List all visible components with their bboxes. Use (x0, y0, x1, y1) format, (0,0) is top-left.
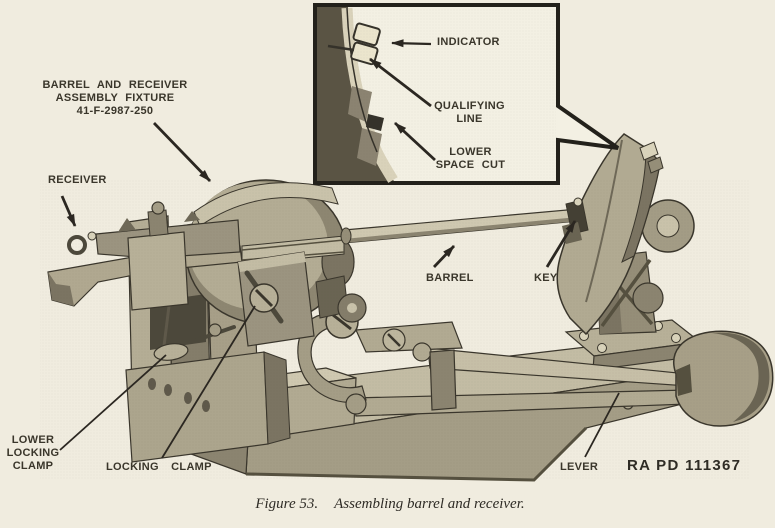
label-assembly-fixture-line1: BARREL AND RECEIVER (42, 79, 188, 91)
receiver-arrow (60, 195, 77, 227)
qualifying-line-arrow (369, 57, 432, 108)
label-qualifying-line-line2: LINE (456, 113, 483, 125)
indicator-arrow (391, 39, 432, 48)
figure-number: Figure 53. (255, 496, 319, 512)
label-assembly-fixture-line3: 41-F-2987-250 (76, 105, 154, 117)
lower-locking-clamp-leader (59, 354, 167, 451)
label-assembly-fixture-line2: ASSEMBLY FIXTURE (55, 92, 175, 104)
assembly-fixture-arrow (152, 122, 212, 182)
inset-detail-box (313, 3, 620, 185)
halftone-grain (40, 180, 750, 480)
figure-title: Assembling barrel and receiver. (334, 496, 525, 512)
label-lower-space-cut-line1: LOWER (449, 146, 492, 158)
label-indicator: INDICATOR (437, 36, 500, 48)
label-lower-locking-clamp-line3: CLAMP (12, 460, 54, 472)
locking-clamp-leader (161, 305, 256, 459)
lever-leader (584, 392, 620, 458)
label-locking-clamp: LOCKING CLAMP (106, 461, 212, 473)
label-lower-locking-clamp-line1: LOWER (11, 434, 55, 446)
label-qualifying-line-line1: QUALIFYING (434, 100, 505, 112)
lower-space-cut-arrow (394, 121, 436, 162)
label-receiver: RECEIVER (48, 174, 107, 186)
key-arrow (545, 220, 577, 268)
label-qualifying-line: QUALIFYING LINE (412, 100, 527, 126)
label-lower-locking-clamp: LOWER LOCKING CLAMP (2, 434, 64, 473)
label-assembly-fixture: BARREL AND RECEIVER ASSEMBLY FIXTURE 41-… (30, 79, 200, 118)
callout-arrows (59, 39, 620, 459)
figure-caption: Figure 53. Assembling barrel and receiver… (120, 494, 660, 514)
barrel-arrow (432, 245, 456, 268)
label-lower-space-cut-line2: SPACE CUT (435, 159, 506, 171)
label-key: KEY (534, 272, 558, 284)
label-lower-locking-clamp-line2: LOCKING (6, 447, 60, 459)
label-lower-space-cut: LOWER SPACE CUT (408, 146, 533, 172)
label-barrel: BARREL (426, 272, 474, 284)
photo-stamp: RA PD 111367 (627, 457, 742, 474)
label-lever: LEVER (560, 461, 599, 473)
